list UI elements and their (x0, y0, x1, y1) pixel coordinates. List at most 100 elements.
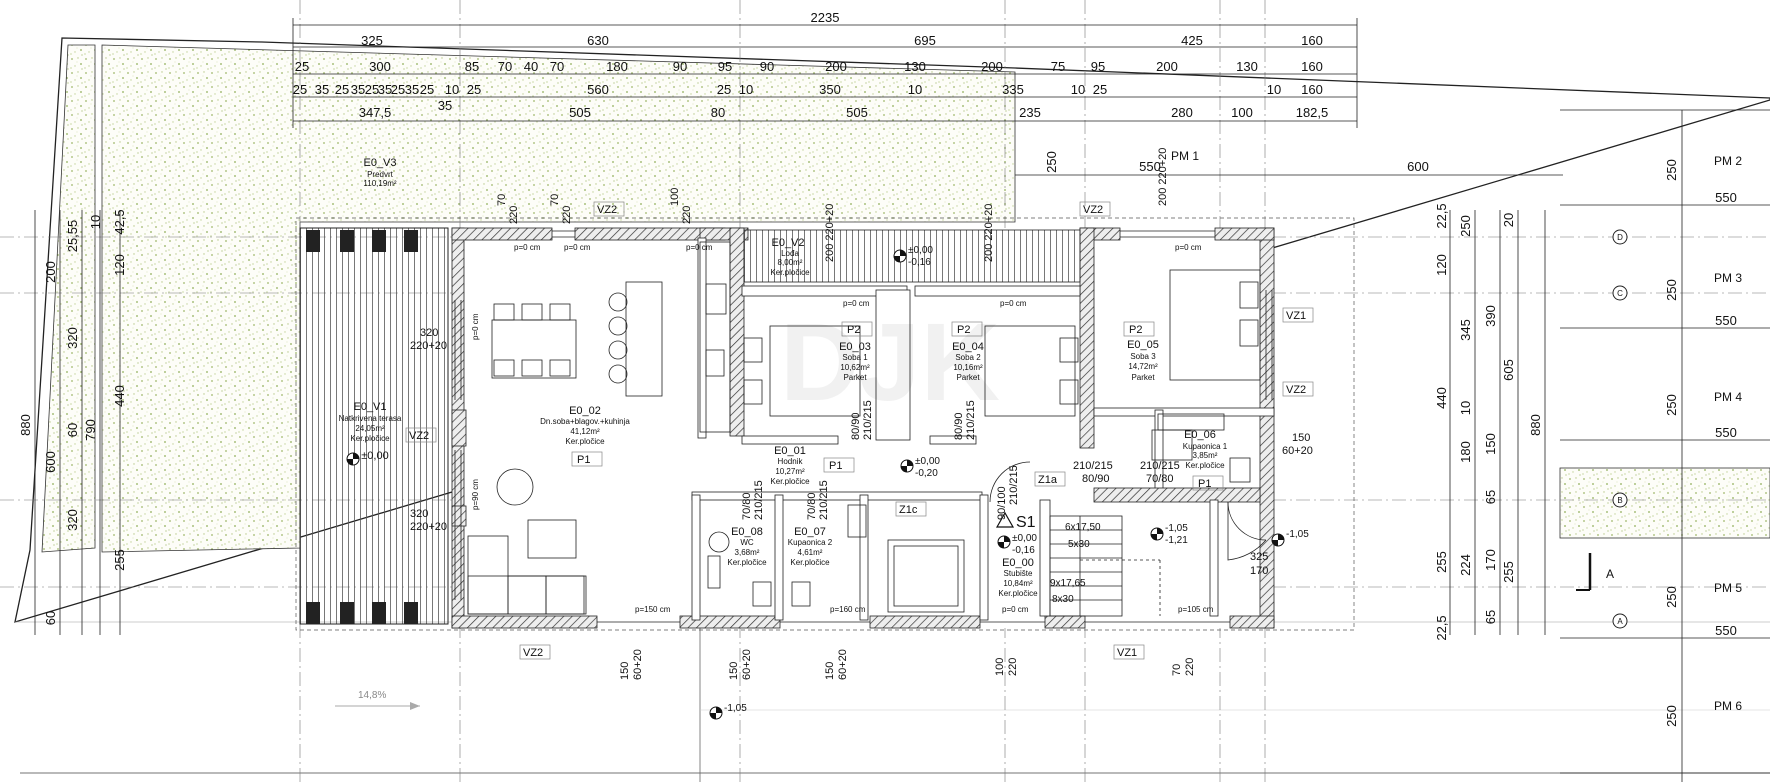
rd-c5-0: 880 (1528, 414, 1543, 436)
ld-c4-0: 120 (112, 254, 127, 276)
dim-r4-2: 505 (569, 105, 591, 120)
r00-floor: Ker.pločice (998, 589, 1038, 598)
win-b6020c: 60+20 (837, 649, 849, 680)
v1-level: ±0,00 (361, 450, 388, 462)
dim-r1-0: 325 (361, 33, 383, 48)
r06-code: E0_06 (1184, 429, 1216, 441)
door-b70: 70 (1171, 664, 1183, 676)
v2-code: E0_V2 (771, 237, 804, 249)
dim-r3-2: 25 (335, 82, 349, 97)
v1-code: E0_V1 (353, 401, 386, 413)
dim-r3-15: 10 (908, 82, 922, 97)
level-markers: ±0,00 -0,16 ±0,00 -0,20 ±0,00 -0,16 -1,0… (346, 245, 1309, 720)
rd-c1-0: 22,5 (1434, 203, 1449, 228)
win-w320a: 320 (420, 327, 438, 339)
slope-value: 14,8% (358, 690, 386, 701)
rd-c4-0: 20 (1501, 213, 1516, 227)
win-w320b: 320 (410, 508, 428, 520)
door-7080: 70/80 (1146, 473, 1174, 485)
dim-r2-13: 75 (1051, 59, 1065, 74)
ld-c4-1: 440 (112, 385, 127, 407)
r08-area: 3,68m² (735, 548, 760, 557)
dim-r1-3: 425 (1181, 33, 1203, 48)
door-d4a: 200 220+20 (824, 204, 836, 262)
r08-floor: Ker.pločice (727, 558, 767, 567)
entry-325: 325 (1250, 551, 1268, 563)
tag-z1a: Z1a (1038, 474, 1058, 486)
dim-r4-6: 280 (1171, 105, 1193, 120)
tag-p1c: P1 (1198, 478, 1211, 490)
pm1-width: 550 (1139, 159, 1161, 174)
left-dims: 880 600 200 320 60 320 790 60 120 440 25… (18, 209, 127, 625)
v1-area: 24,05m² (355, 424, 385, 433)
r07-area: 4,61m² (798, 548, 823, 557)
door-210a: 210/215 (862, 400, 874, 440)
ld-c5-0: 25,55 (65, 220, 80, 253)
door-d1b: 220 (508, 206, 520, 224)
sill-150: p=150 cm (635, 605, 671, 614)
win-b6020b: 60+20 (741, 649, 753, 680)
dim-r3-13: 10 (739, 82, 753, 97)
r02-floor: Ker.pločice (565, 437, 605, 446)
tag-p2c: P2 (1129, 324, 1142, 336)
sill-0a: p=0 cm (514, 243, 541, 252)
dim-r2-0: 25 (295, 59, 309, 74)
pm-w4: 550 (1715, 623, 1737, 638)
pm1-depth: 250 (1044, 151, 1059, 173)
dim-r4-5: 235 (1019, 105, 1041, 120)
v3-area: 110,19m² (363, 179, 397, 188)
door-d6a: 200 220+20 (1157, 148, 1169, 206)
r00-area: 10,84m² (1003, 579, 1033, 588)
dim-r4-7: 100 (1231, 105, 1253, 120)
lvl-ground: -1,05 (724, 703, 747, 714)
tag-vz2a: VZ2 (597, 204, 617, 216)
pm-w2: 550 (1715, 313, 1737, 328)
tag-vz2d: VZ2 (409, 430, 429, 442)
rd-c3-4: 170 (1483, 549, 1498, 571)
tag-vz1a: VZ1 (1286, 310, 1306, 322)
sill-0b: p=0 cm (564, 243, 591, 252)
dim-r3-4: 25 (365, 82, 379, 97)
ld-c3-2: 60 (65, 423, 80, 437)
door-b100: 100 (994, 658, 1006, 676)
ld-c3-6: 60 (43, 611, 58, 625)
r02-area: 41,12m² (570, 427, 600, 436)
rd-c1-2: 440 (1434, 387, 1449, 409)
dim-r2-10: 200 (825, 59, 847, 74)
rd-c3-6: 65 (1483, 610, 1498, 624)
lvl-loggia-a: ±0,00 (908, 245, 933, 256)
dim-r4-0: 347,5 (359, 105, 392, 120)
dim-r2-6: 180 (606, 59, 628, 74)
r03-area: 10,62m² (840, 363, 870, 372)
pm1-width2: 600 (1407, 159, 1429, 174)
opening-labels: 320 220+20 320 220+20 150 60+20 210/215 … (410, 148, 1313, 680)
rd-c3-5: 65 (1483, 490, 1498, 504)
axis-a: A (1617, 617, 1623, 626)
door-8090b: 80/90 (953, 412, 965, 440)
r06-area: 3,85m² (1193, 451, 1218, 460)
pm-h1: 250 (1664, 159, 1679, 181)
ld-c3-4: 320 (65, 509, 80, 531)
dim-r4-4: 505 (846, 105, 868, 120)
axis-markers: D C B A A (1576, 229, 1628, 629)
r08-code: E0_08 (731, 526, 763, 538)
r03-floor: Parket (843, 373, 867, 382)
dim-r2-17: 160 (1301, 59, 1323, 74)
tag-vz2c: VZ2 (1286, 384, 1306, 396)
sill-labels: p=0 cm p=0 cm p=0 cm p=0 cm p=0 cm p=0 c… (471, 243, 1214, 614)
pm5-label: PM 5 (1714, 581, 1742, 595)
dim-r3-10: 25 (467, 82, 481, 97)
ld-outer: 880 (18, 414, 33, 436)
rd-c4-1: 605 (1501, 359, 1516, 381)
rd-c4-2: 255 (1501, 561, 1516, 583)
dim-r3-19: 10 (1267, 82, 1281, 97)
dim-r3-7: 35 (405, 82, 419, 97)
dim-row4: 347,5 35 505 80 505 235 280 100 182,5 (359, 98, 1329, 120)
dim-r3-8: 25 (420, 82, 434, 97)
r01-name: Hodnik (778, 457, 804, 466)
parking-area: PM 1 550 600 250 PM 2 PM 3 PM 4 PM 5 PM … (1044, 109, 1770, 782)
dim-total: 2235 (811, 10, 840, 25)
v3-name: Predvrt (367, 170, 394, 179)
left-dimension-lines (34, 210, 1546, 635)
dim-r3-17: 10 (1071, 82, 1085, 97)
